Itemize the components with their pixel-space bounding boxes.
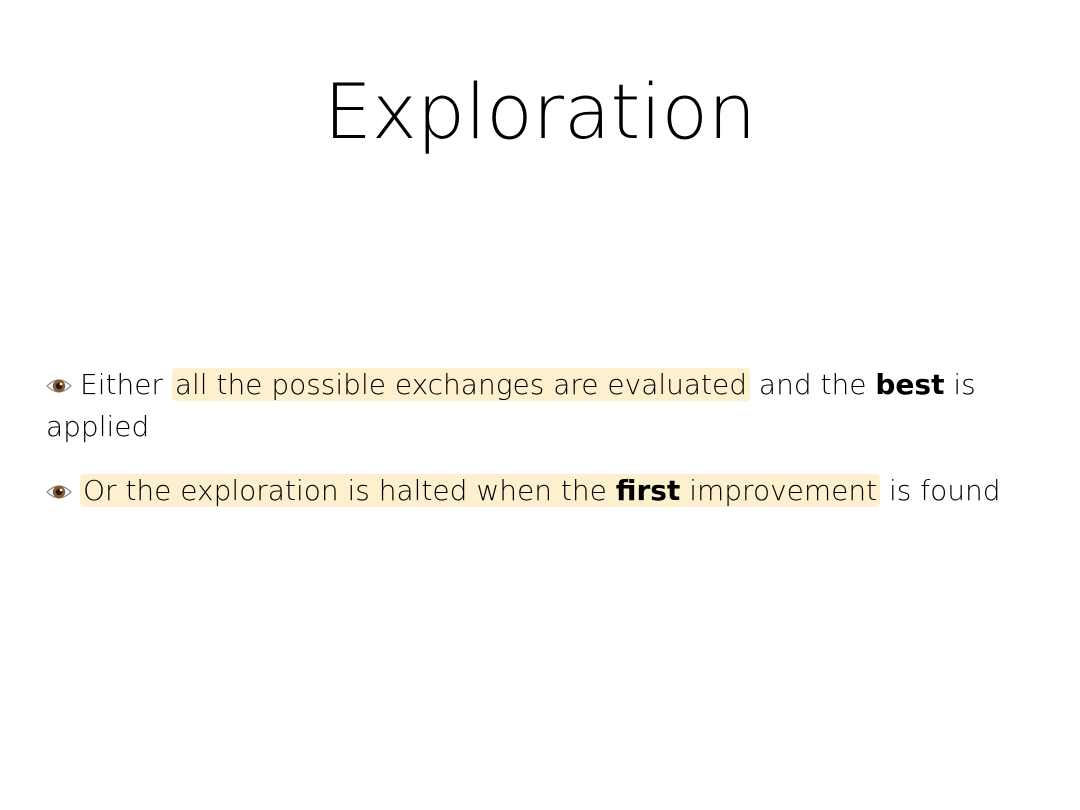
bullet-1-highlight: all the possible exchanges are evaluated xyxy=(171,368,751,401)
bullet-list: Either all the possible exchanges are ev… xyxy=(46,364,1036,534)
bullet-2-post: is found xyxy=(880,474,1001,507)
bullet-item-1: Either all the possible exchanges are ev… xyxy=(46,364,1036,448)
bullet-1-mid: and the xyxy=(750,368,876,401)
bullet-2-bold: first xyxy=(615,474,681,507)
bullet-2-highlight: Or the exploration is halted when the fi… xyxy=(80,474,881,507)
bullet-1-bold: best xyxy=(875,368,945,401)
bullet-1-pre: Either xyxy=(80,368,172,401)
eye-icon xyxy=(46,483,72,501)
eye-icon xyxy=(46,377,72,395)
slide-title: Exploration xyxy=(323,67,757,156)
bullet-1-post: is applied xyxy=(46,368,976,443)
bullet-2-highlight-a: Or the exploration is halted when the xyxy=(83,474,616,507)
bullet-item-2: Or the exploration is halted when the fi… xyxy=(46,470,1036,512)
bullet-2-highlight-b: improvement xyxy=(680,474,878,507)
